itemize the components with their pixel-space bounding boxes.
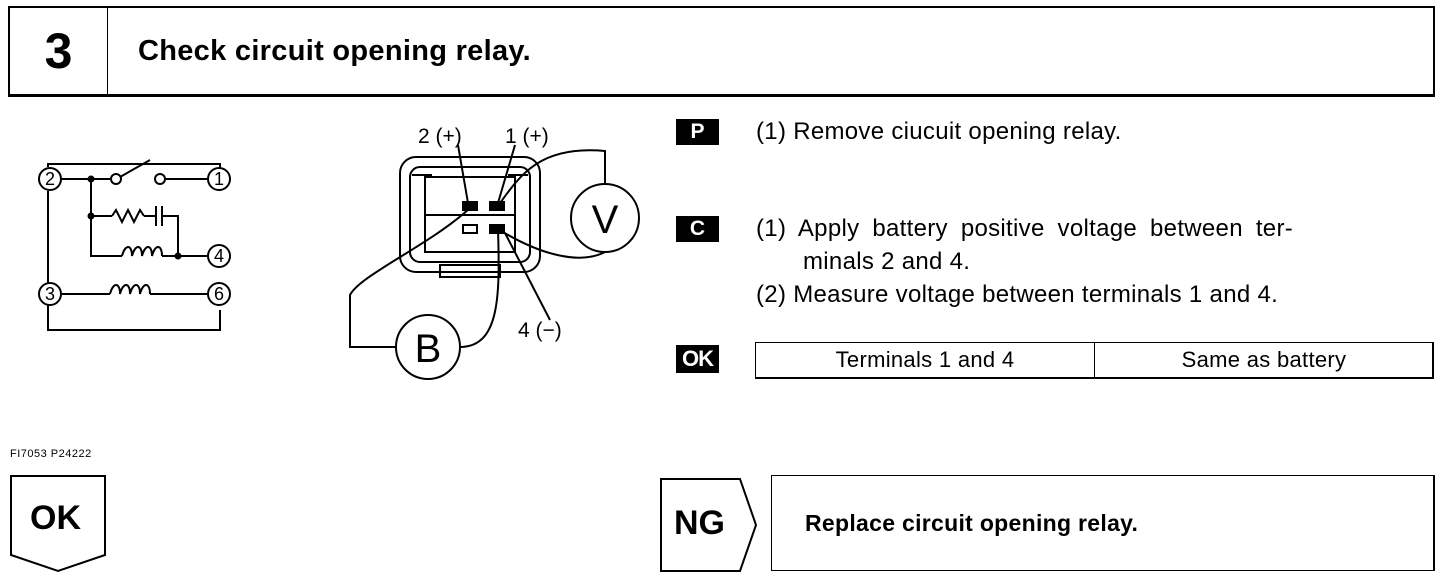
spec-table: Terminals 1 and 4 Same as battery: [755, 342, 1434, 379]
ok-tag: OK: [676, 345, 719, 373]
c-tag: C: [676, 216, 719, 242]
ng-result-label: NG: [674, 504, 725, 542]
terminal-2: 2: [45, 169, 55, 189]
ng-action-text: Replace circuit opening relay.: [805, 509, 1139, 536]
c-step-1-line-1: (1) Apply battery positive voltage betwe…: [756, 215, 1294, 242]
step-number: 3: [10, 8, 108, 94]
spec-cell-terminals: Terminals 1 and 4: [756, 343, 1095, 377]
terminal-2-plus-label: 2 (+): [418, 125, 462, 148]
battery-icon: B: [415, 327, 442, 371]
c-step-1-line-2: minals 2 and 4.: [803, 248, 971, 275]
terminal-1-plus-label: 1 (+): [505, 125, 549, 148]
p-tag: P: [676, 119, 719, 145]
terminal-4: 4: [214, 246, 224, 266]
connector-test-diagram: 2 (+) 1 (+) 4 (−) V B: [349, 125, 640, 380]
ok-result-badge: OK: [10, 475, 106, 573]
terminal-6: 6: [214, 284, 224, 304]
step-title: Check circuit opening relay.: [138, 34, 532, 67]
terminal-4-minus-label: 4 (−): [518, 319, 562, 342]
ng-result-badge: NG: [660, 478, 758, 572]
step-header: 3 Check circuit opening relay.: [8, 6, 1435, 97]
figure-code: FI7053 P24222: [10, 448, 92, 460]
ng-action-box: Replace circuit opening relay.: [771, 475, 1435, 571]
terminal-3: 3: [45, 284, 55, 304]
terminal-1: 1: [214, 169, 224, 189]
ok-result-label: OK: [30, 499, 81, 537]
relay-schematic: 2 1 4 3 6: [38, 159, 231, 331]
voltmeter-icon: V: [592, 198, 619, 242]
spec-cell-value: Same as battery: [1181, 347, 1347, 372]
c-step-2: (2) Measure voltage between terminals 1 …: [756, 281, 1279, 308]
p-step-1: (1) Remove ciucuit opening relay.: [756, 118, 1122, 145]
